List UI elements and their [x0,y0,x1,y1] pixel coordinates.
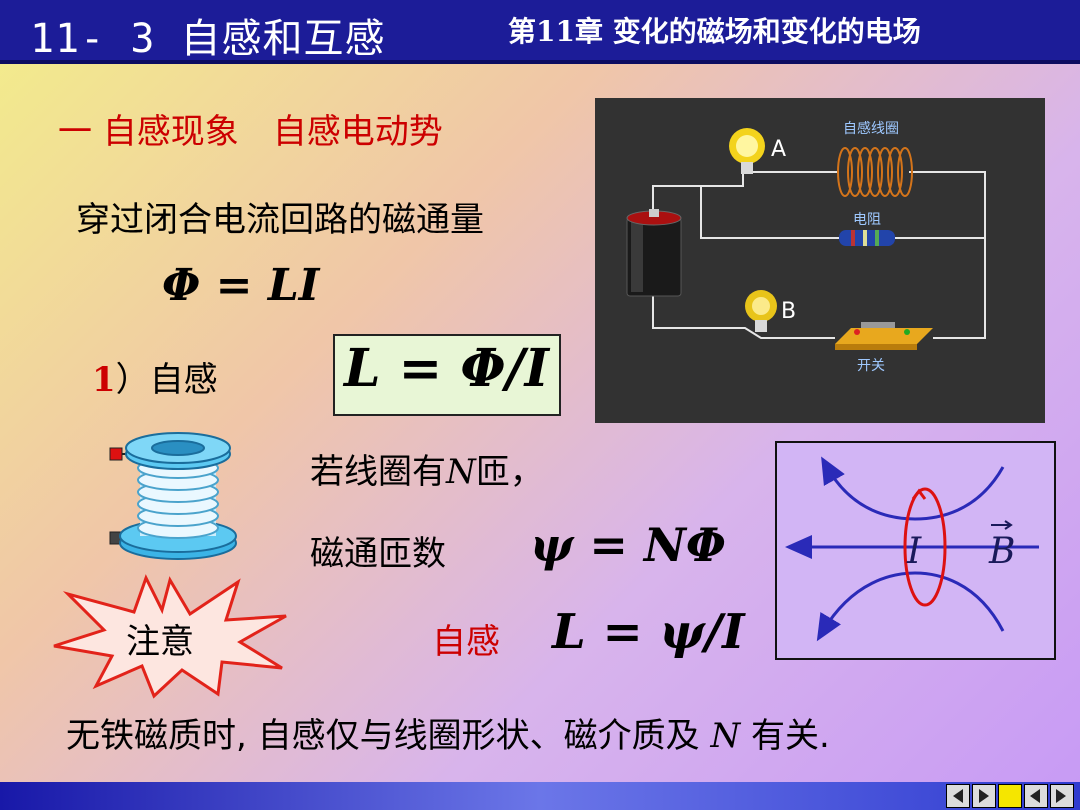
circuit-drawing: A B 自感线圈 电阻 [626,120,986,374]
field-label: B [988,531,1015,572]
header-bar: 11- 3 自感和互感 第11章 变化的磁场和变化的电场 [0,0,1080,64]
switch-label: 开关 [857,358,885,374]
footer-bar [0,782,1080,810]
turns-text: 若线圈有N匝， [310,444,544,493]
resistor-label: 电阻 [853,212,881,228]
nav-prev-icon[interactable] [946,784,970,808]
starburst-icon [53,574,287,699]
field-drawing: I B [785,456,1039,642]
note-label: 注意 [126,622,194,662]
formula-psi: ψ = NΦ [530,518,726,572]
nav-end-icon[interactable] [1050,784,1074,808]
self-inductance-label-2: 自感 [432,622,500,662]
chapter-title: 第11章 变化的磁场和变化的电场 [508,15,921,48]
formula-phi: Φ = LI [162,260,320,311]
lamp-b-label: B [781,299,796,324]
lamp-a-label: A [771,137,786,162]
slide-title: 11- 3 自感和互感 [30,16,386,62]
circuit-diagram: A B 自感线圈 电阻 [595,98,1045,423]
nav-next-icon[interactable] [972,784,996,808]
nav-back-icon[interactable] [1024,784,1048,808]
formula-l-psi: L = ψ/I [552,604,745,660]
formula-l-phi: L = Φ/I [344,338,549,399]
conclusion-text: 无铁磁质时, 自感仅与线圈形状、磁介质及 N 有关. [66,708,830,757]
flux-text: 穿过闭合电流回路的磁通量 [76,200,484,240]
current-label: I [906,531,922,572]
field-diagram: I B [775,441,1056,660]
self-inductance-text: ）自感 [115,360,218,400]
conclusion-pre: 无铁磁质时, 自感仅与线圈形状、磁介质及 [66,716,700,756]
self-inductance-label: 1）自感 [92,352,218,401]
turns-post: 匝， [475,452,544,492]
flux-linkage-text: 磁通匝数 [310,534,446,574]
nav-home-icon[interactable] [998,784,1022,808]
conclusion-post: 有关. [751,716,830,756]
item-number: 1 [92,360,116,400]
section-heading: 一 自感现象 自感电动势 [58,112,443,152]
conclusion-n: N [710,716,741,756]
turns-pre: 若线圈有 [310,452,446,492]
coil-icon [109,432,237,560]
turns-n: N [446,452,476,492]
coil-label: 自感线圈 [843,120,899,137]
formula-box [333,334,561,416]
